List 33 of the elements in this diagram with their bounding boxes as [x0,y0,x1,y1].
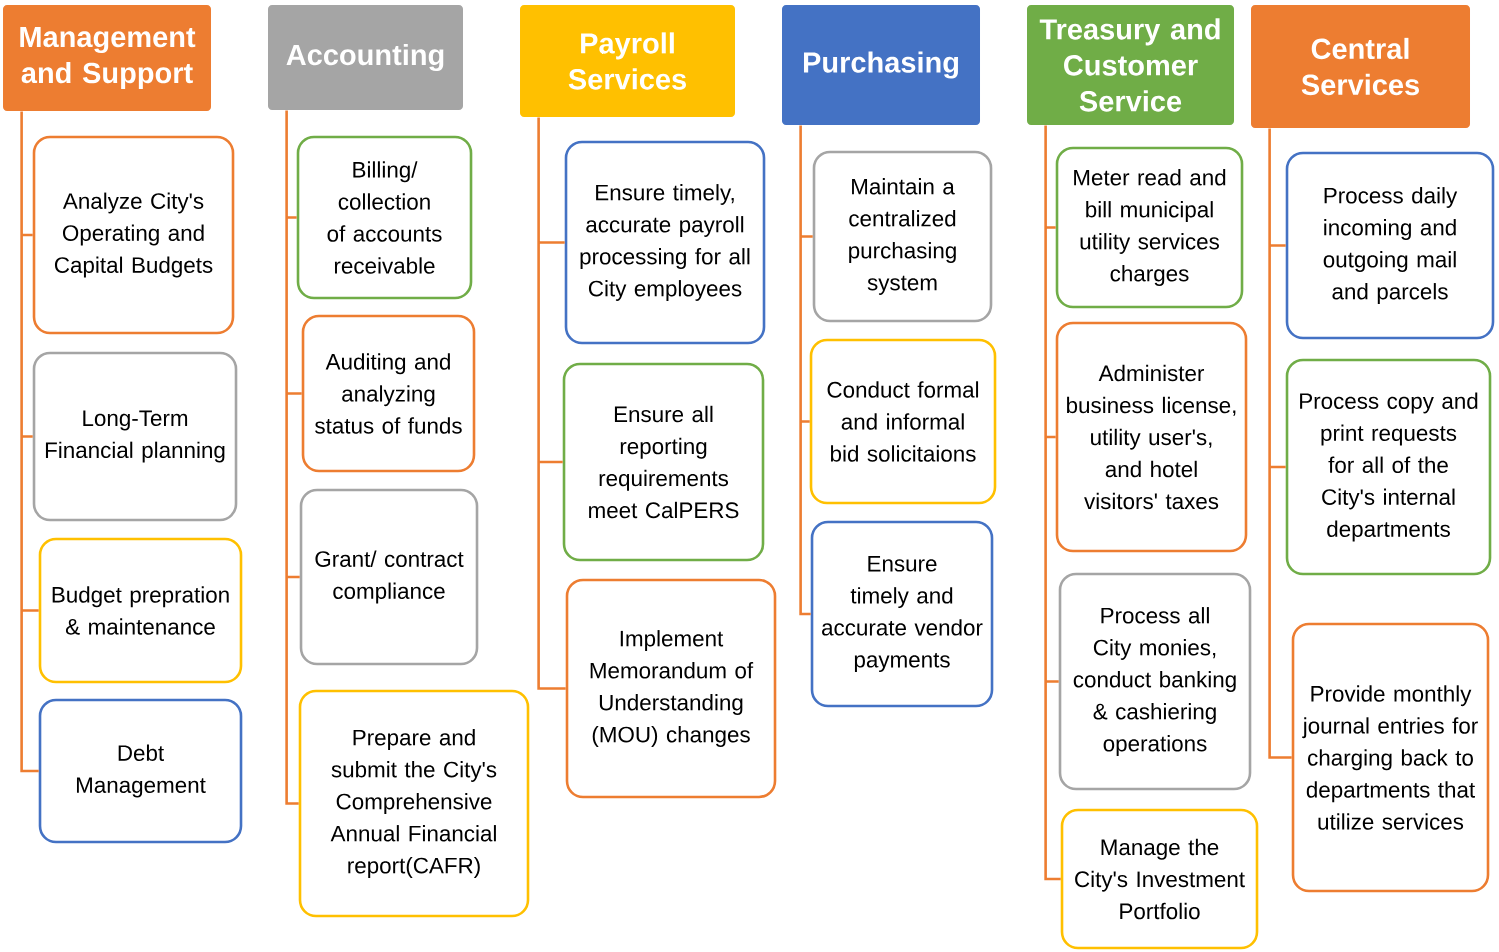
task-box: Provide monthly journal entries for charging back to departments that utilize services [1291,622,1490,893]
connector-line [537,116,567,690]
header-box: Accounting [268,5,463,110]
task-box: Budget prepration & maintenance [38,537,243,684]
task-box: Long-Term Financial planning [32,351,238,522]
header-box: Management and Support [3,5,211,111]
header-box: Central Services [1251,5,1470,128]
task-box: Billing/ collection of accounts receivable [296,135,473,300]
connector-line [799,124,814,616]
task-box: Administer business license, utility user's, and hotel visitors' taxes [1055,321,1248,553]
task-box: Debt Management [38,698,243,844]
header-box: Purchasing [782,5,980,125]
header-box: Payroll Services [520,5,735,117]
task-box: Implement Memorandum of Understanding (MOU) changes [565,578,777,799]
task-box: Ensure timely and accurate vendor payments [810,520,994,708]
task-box: Ensure all reporting requirements meet CalPERS [562,362,765,562]
task-box: Manage the City's Investment Portfolio [1060,808,1259,950]
connector-line [20,110,40,773]
header-box: Treasury and Customer Service [1027,5,1234,125]
task-box: Meter read and bill municipal utility services charges [1055,146,1244,309]
task-box: Auditing and analyzing status of funds [301,314,476,473]
task-box: Prepare and submit the City's Comprehensive Annual Financial report(CAFR) [298,689,530,918]
task-box: Process daily incoming and outgoing mail and parcels [1285,151,1495,340]
task-box: Ensure timely, accurate payroll processing for all City employees [564,140,766,345]
task-box: Process copy and print requests for all of the City's internal departments [1285,358,1492,576]
task-box: Process all City monies, conduct banking & cashiering operations [1058,572,1252,791]
task-box: Conduct formal and informal bid solicitaions [809,338,997,505]
task-box: Grant/ contract compliance [299,488,479,666]
connector-line [285,109,303,805]
task-box: Analyze City's Operating and Capital Budgets [32,135,235,335]
connector-line [1044,124,1062,881]
task-box: Maintain a centralized purchasing system [812,150,993,323]
connector-line [1268,127,1293,759]
